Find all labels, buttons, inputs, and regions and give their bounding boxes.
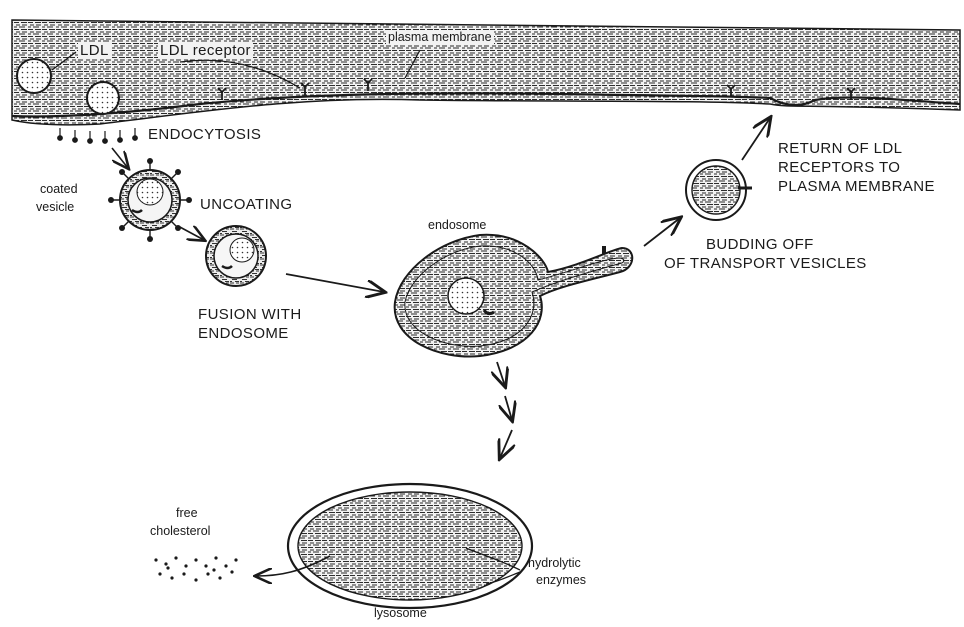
transport-vesicle xyxy=(686,160,752,220)
ldl-particle-1 xyxy=(17,59,51,93)
return-arrow xyxy=(742,118,770,160)
coated-vesicle-label-line1: coated xyxy=(40,182,78,196)
plasma-membrane-label: plasma membrane xyxy=(386,30,494,44)
lysosome xyxy=(288,484,532,608)
hydrolytic-enzymes-label-line1: hydrolytic xyxy=(528,556,581,570)
endosome-body xyxy=(395,235,633,357)
endocytosis-label: ENDOCYTOSIS xyxy=(148,126,261,143)
ldl-receptor-label: LDL receptor xyxy=(158,42,253,59)
endosome-ldl xyxy=(448,278,484,314)
budding-label-line2: OF TRANSPORT VESICLES xyxy=(664,255,867,272)
uncoated-vesicle xyxy=(206,226,266,286)
coated-vesicle-label-line2: vesicle xyxy=(36,200,74,214)
free-cholesterol-label-line1: free xyxy=(176,506,198,520)
return-label-line3: PLASMA MEMBRANE xyxy=(778,178,935,195)
lysosome-label: lysosome xyxy=(374,606,427,620)
coated-vesicle xyxy=(108,158,192,242)
hydrolytic-enzymes-label-line2: enzymes xyxy=(536,573,586,587)
uncoating-arrow xyxy=(178,226,204,240)
budding-label-line1: BUDDING OFF xyxy=(706,236,814,253)
return-label-line2: RECEPTORS TO xyxy=(778,159,900,176)
lysosome-arrows xyxy=(497,362,512,458)
fusion-arrow xyxy=(286,274,384,292)
coated-pit xyxy=(58,128,138,143)
fusion-label-line1: FUSION WITH xyxy=(198,306,302,323)
uncoating-label: UNCOATING xyxy=(200,196,293,213)
ldl-label: LDL xyxy=(78,42,111,59)
free-cholesterol-label-line2: cholesterol xyxy=(150,524,210,538)
fusion-label-line2: ENDOSOME xyxy=(198,325,289,342)
endosome-label: endosome xyxy=(428,218,486,232)
ldl-particle-2 xyxy=(87,82,119,114)
free-cholesterol-dots xyxy=(154,556,237,581)
return-label-line1: RETURN OF LDL xyxy=(778,140,902,157)
budding-arrow xyxy=(644,218,680,246)
endocytosis-arrow xyxy=(112,148,128,168)
